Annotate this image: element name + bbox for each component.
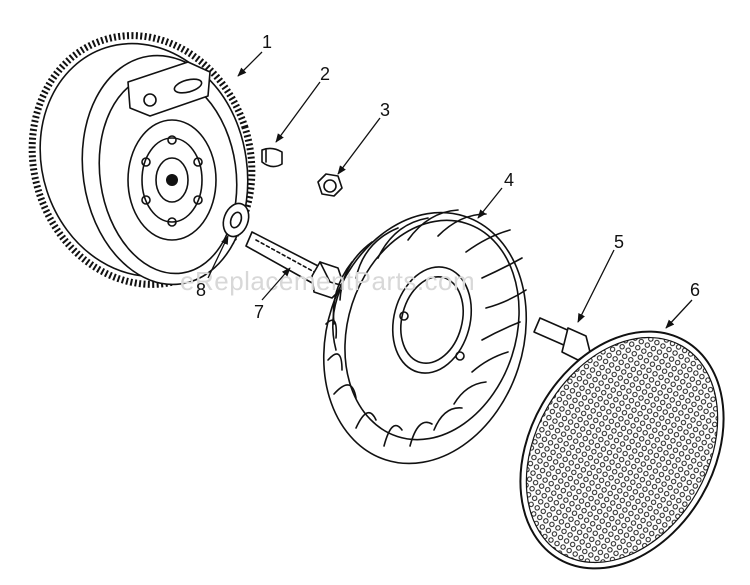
callout-7: 7	[254, 302, 264, 322]
callout-3: 3	[380, 100, 390, 120]
screen-part	[519, 330, 725, 570]
washer-part	[222, 202, 250, 238]
key-part	[261, 147, 283, 168]
callout-labels: 1 2 3 4 5 6 7 8	[196, 32, 700, 322]
callout-2: 2	[320, 64, 330, 84]
callout-6: 6	[690, 280, 700, 300]
watermark-text: eReplacementParts.com	[180, 266, 475, 296]
bolt-part	[245, 231, 345, 299]
screw-part	[533, 317, 591, 361]
flywheel-part	[28, 32, 256, 288]
nut-part	[317, 173, 343, 197]
callout-5: 5	[614, 232, 624, 252]
leader-lines	[207, 51, 693, 329]
callout-8: 8	[196, 280, 206, 300]
callout-1: 1	[262, 32, 272, 52]
callout-4: 4	[504, 170, 514, 190]
fan-part	[322, 209, 528, 465]
